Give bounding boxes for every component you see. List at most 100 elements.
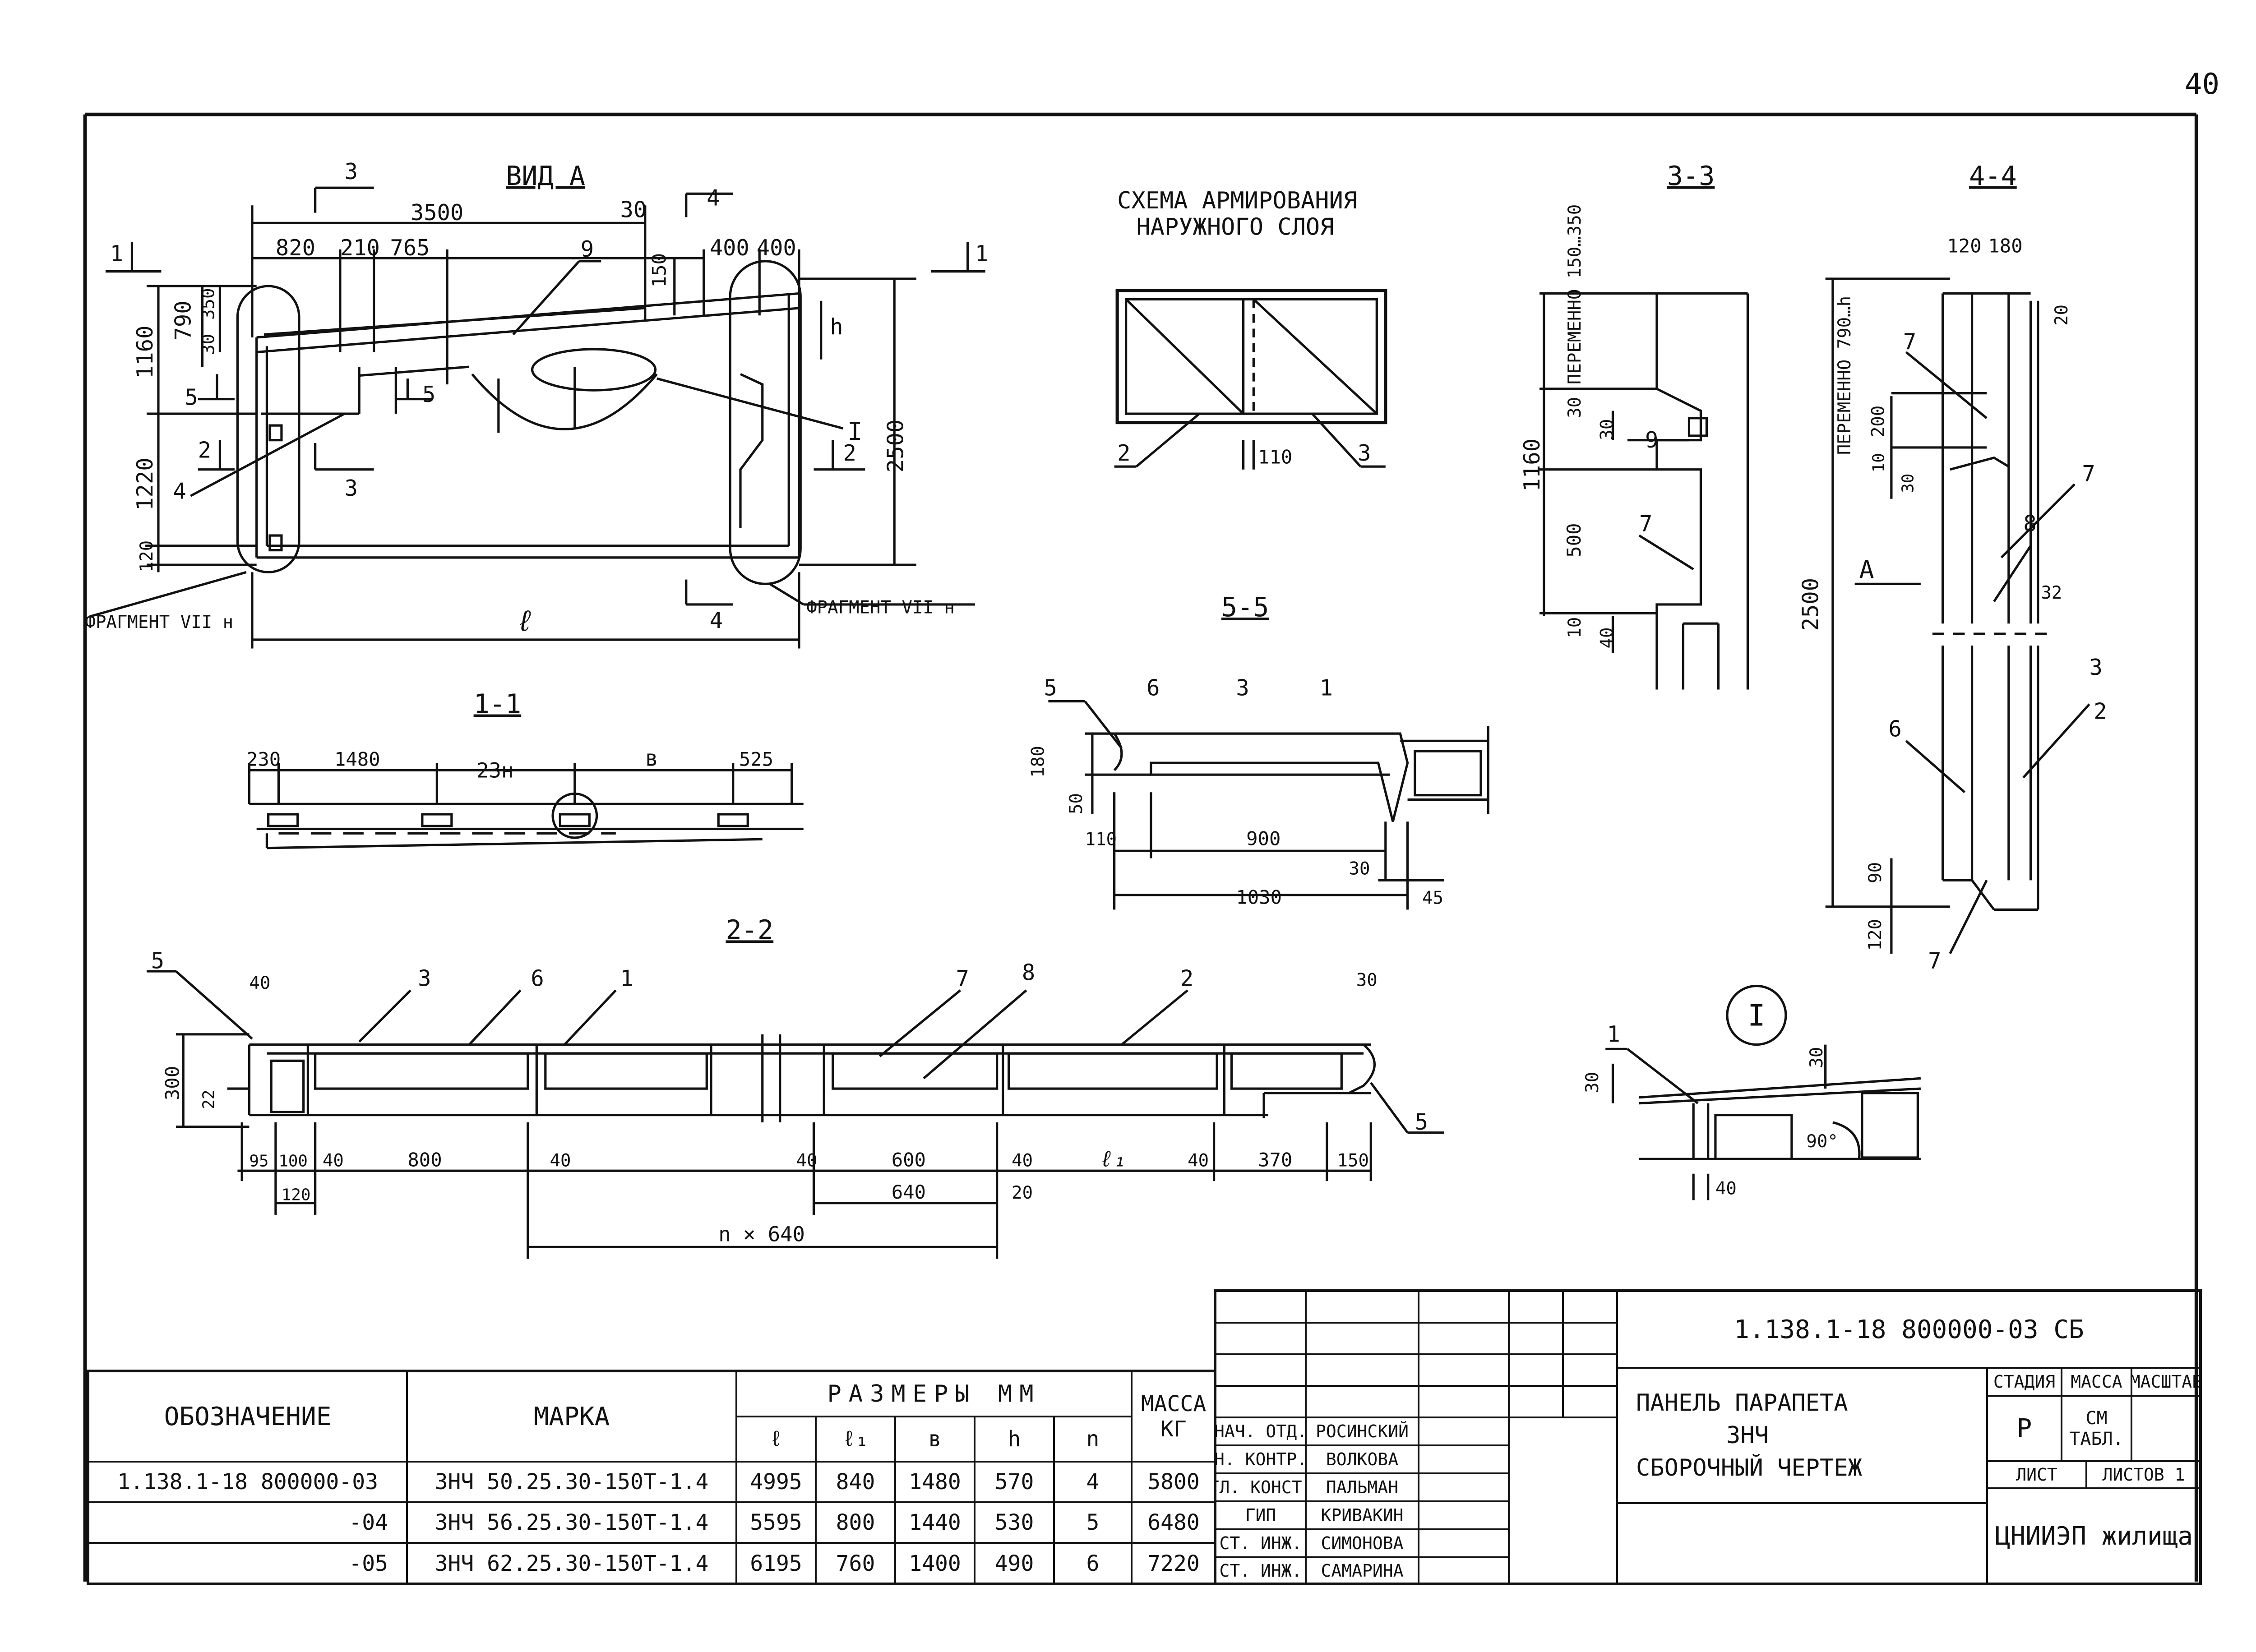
s22-8: 8	[1022, 960, 1035, 985]
view-a-drawing	[90, 186, 985, 649]
view-a-marker-1-right: 1	[975, 241, 988, 267]
s44-90: 90	[1865, 862, 1886, 883]
doc-title-line2: ЗНЧ	[1726, 1422, 1769, 1449]
s44-3: 3	[2090, 655, 2103, 680]
mass-header: МАССА	[2062, 1369, 2132, 1397]
stage-value: Р	[1988, 1397, 2062, 1462]
view-a-title: ВИД А	[506, 161, 585, 191]
table-row-1-b: 1440	[896, 1503, 975, 1544]
view-a-callout-9: 9	[581, 237, 594, 262]
s44-10: 10	[1870, 453, 1888, 472]
section-1-1-title: 1-1	[474, 689, 522, 720]
view-a-dim-1220: 1220	[133, 457, 158, 510]
view-a-marker-5-right: 5	[422, 382, 435, 407]
view-a-callout-4: 4	[173, 479, 186, 504]
view-a-marker-4-bottom: 4	[710, 608, 723, 633]
s22-7: 7	[956, 966, 969, 991]
s22-20: 20	[1012, 1183, 1033, 1203]
scheme-title-1: СХЕМА АРМИРОВАНИЯ	[1117, 187, 1357, 214]
s22-40d: 40	[796, 1151, 817, 1171]
scheme-label-110: 110	[1258, 446, 1292, 468]
s44-7c: 7	[1928, 948, 1941, 974]
view-a-dim-120: 120	[137, 540, 157, 572]
sig-name-4: СИМОНОВА	[1307, 1530, 1419, 1558]
s22-370: 370	[1258, 1149, 1292, 1171]
sig-name-0: РОСИНСКИЙ	[1307, 1418, 1419, 1446]
s22-5a: 5	[151, 948, 164, 974]
section-5-5-title: 5-5	[1221, 592, 1269, 623]
s22-150: 150	[1337, 1151, 1369, 1171]
s44-2: 2	[2094, 699, 2107, 724]
section-2-2-drawing	[146, 970, 1444, 1259]
s22-300: 300	[161, 1066, 183, 1100]
s44-6: 6	[1888, 717, 1901, 742]
organization: ЦНИИЭП жилища	[1988, 1489, 2202, 1585]
table-row-0-mass: 5800	[1133, 1463, 1216, 1503]
view-a-dim-1160: 1160	[133, 326, 158, 378]
di-30b: 30	[1807, 1047, 1827, 1068]
view-a-dim-3500: 3500	[411, 200, 463, 226]
scheme-drawing	[1114, 289, 1387, 470]
view-a-dim-l: ℓ	[516, 604, 534, 638]
scheme-label-2: 2	[1117, 441, 1130, 466]
s55-5: 5	[1044, 676, 1057, 701]
sig-name-3: КРИВАКИН	[1307, 1502, 1419, 1530]
view-a-dim-150: 150	[648, 253, 670, 287]
section-2-2-title: 2-2	[726, 914, 774, 945]
th-l1: ℓ₁	[817, 1417, 896, 1463]
view-a-marker-2-right: 2	[843, 441, 856, 466]
table-row-2-mass: 7220	[1133, 1544, 1216, 1585]
s11-23n: 23н	[476, 759, 513, 783]
sig-mark-3	[1419, 1502, 1510, 1530]
th-h: h	[975, 1417, 1055, 1463]
sig-role-0: НАЧ. ОТД.	[1216, 1418, 1307, 1446]
s22-640: 640	[892, 1181, 926, 1203]
table-row-1-mass: 6480	[1133, 1503, 1216, 1544]
s44-200: 200	[1868, 406, 1889, 437]
s55-1030: 1030	[1236, 886, 1282, 908]
table-row-1-h: 530	[975, 1503, 1055, 1544]
table-row-2-b: 1400	[896, 1544, 975, 1585]
th-mark: МАРКА	[408, 1372, 737, 1463]
view-a-dim-h: h	[830, 314, 843, 340]
section-1-1-drawing	[248, 763, 804, 849]
th-l: ℓ	[737, 1417, 817, 1463]
s44-32: 32	[2041, 583, 2062, 603]
doc-code: 1.138.1-18 800000-03 СБ	[1618, 1292, 2202, 1369]
sig-mark-5	[1419, 1558, 1510, 1585]
s11-b: в	[645, 746, 658, 771]
view-a-dim-210: 210	[340, 235, 380, 261]
stage-header: СТАДИЯ	[1988, 1369, 2062, 1397]
table-row-1-l1: 800	[817, 1503, 896, 1544]
s55-6: 6	[1146, 676, 1160, 701]
view-a-dim-400a: 400	[710, 235, 749, 261]
view-a-dim-30: 30	[620, 197, 647, 222]
view-a-dim-820: 820	[276, 235, 315, 261]
di-90: 90°	[1806, 1131, 1838, 1152]
table-row-1-l: 5595	[737, 1503, 817, 1544]
section-4-4-title: 4-4	[1969, 161, 2017, 191]
s55-1: 1	[1320, 676, 1333, 701]
s33-variable: ПЕРЕМЕННО 150…350	[1565, 204, 1585, 384]
s22-40f: 40	[1188, 1151, 1209, 1171]
sig-mark-1	[1419, 1446, 1510, 1474]
s22-5b: 5	[1415, 1110, 1428, 1135]
s55-110: 110	[1085, 829, 1117, 849]
s44-120: 120	[1947, 235, 1981, 257]
s44-30: 30	[1899, 474, 1918, 493]
view-a-dim-2500: 2500	[883, 420, 909, 472]
s22-6: 6	[531, 966, 544, 991]
s44-20: 20	[2052, 305, 2072, 326]
s44-7a: 7	[1903, 329, 1916, 355]
th-n: n	[1055, 1417, 1133, 1463]
table-row-1-designation: -04	[89, 1503, 408, 1544]
view-a-dim-400b: 400	[757, 235, 796, 261]
scale-header: МАСШТАБ	[2132, 1369, 2202, 1397]
s33-500: 500	[1563, 523, 1585, 557]
s55-45: 45	[1422, 888, 1443, 908]
detail-i-title: I	[1747, 999, 1765, 1033]
section-4-4-drawing	[1825, 277, 2090, 955]
s44-8: 8	[2023, 511, 2036, 536]
view-a-marker-1-left: 1	[110, 241, 123, 267]
